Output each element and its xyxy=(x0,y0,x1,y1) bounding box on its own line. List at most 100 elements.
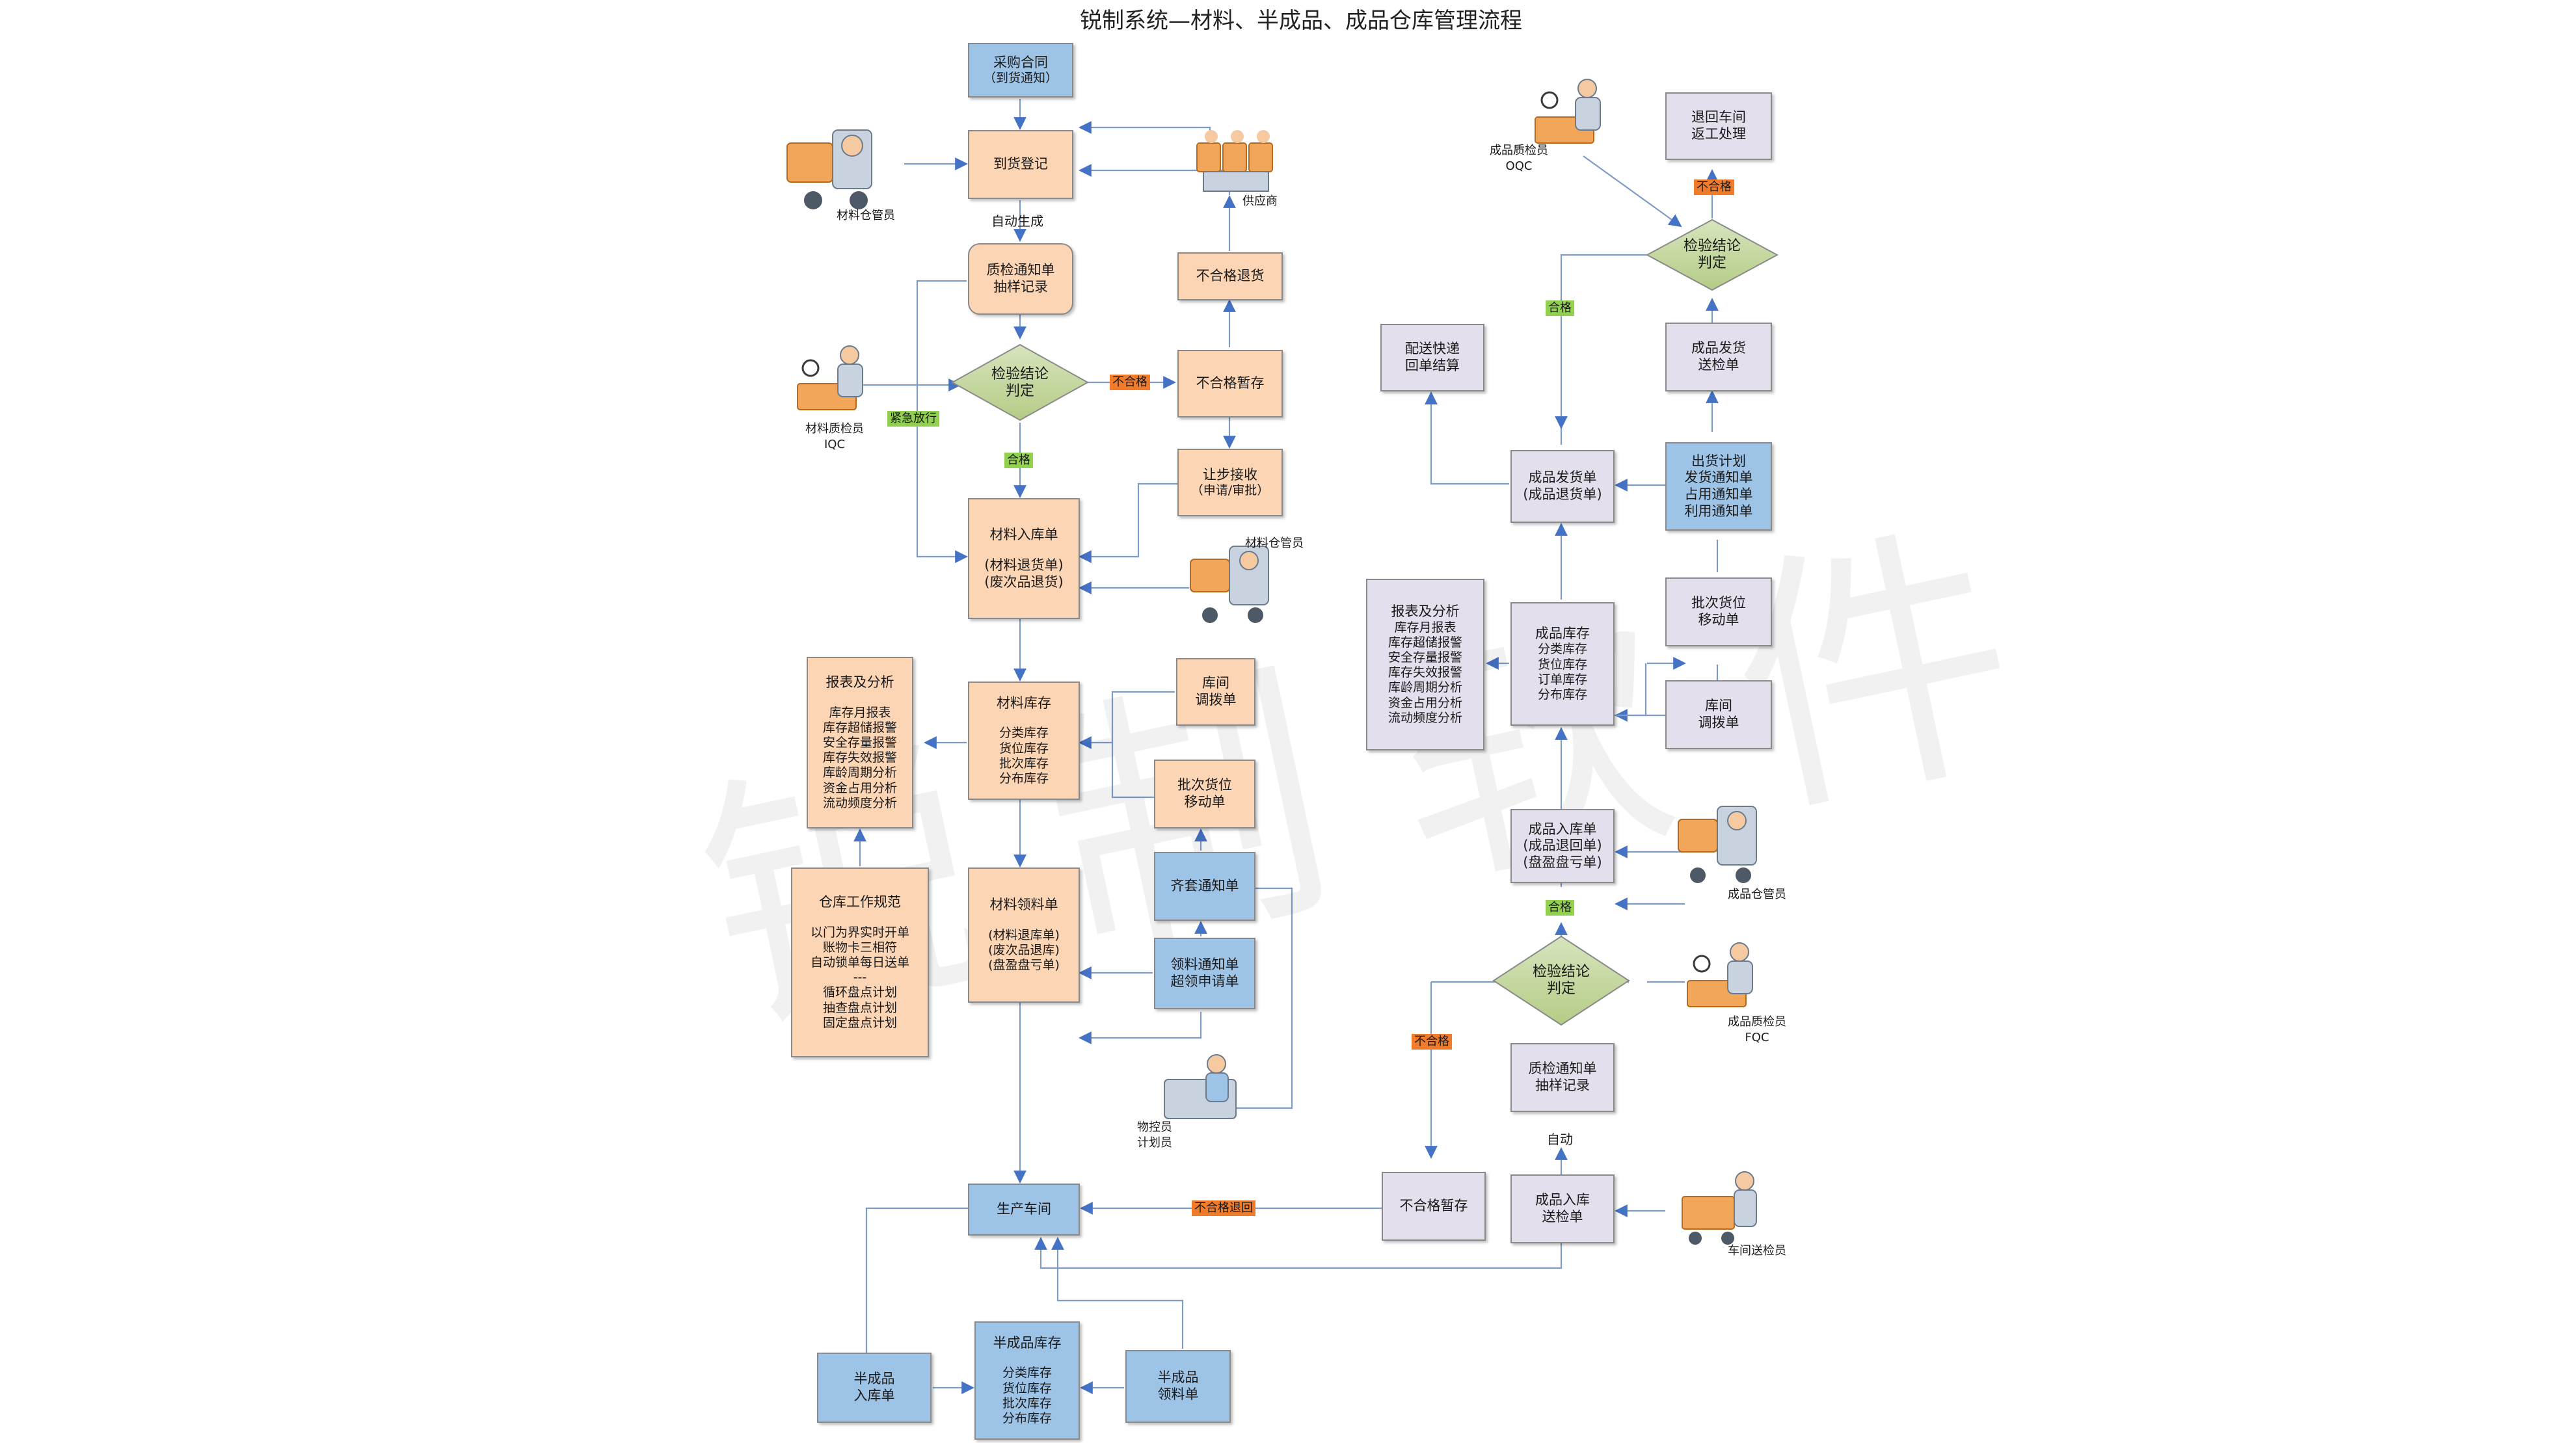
production-workshop-box[interactable]: 生产车间 xyxy=(968,1184,1080,1236)
finished-outbound-inspection-line1: 检验结论 xyxy=(1683,237,1741,254)
rework-line1: 退回车间 xyxy=(1691,109,1746,126)
material-report-item: 库存超储报警 xyxy=(822,720,897,735)
semi-pick-box[interactable]: 半成品 领料单 xyxy=(1125,1350,1231,1423)
material-inventory-item: 货位库存 xyxy=(999,741,1049,756)
warehouse-rules-box[interactable]: 仓库工作规范 以门为界实时开单 账物卡三相符 自动锁单每日送单 --- 循环盘点… xyxy=(791,867,929,1057)
material-report-title: 报表及分析 xyxy=(825,674,894,691)
material-inspection-diamond xyxy=(950,343,1090,421)
concession-line2: （申请/审批） xyxy=(1190,483,1270,498)
material-keeper-figure xyxy=(786,129,872,209)
finished-inbound-inspection-label: 检验结论 判定 xyxy=(1516,959,1607,1003)
submit-check-box[interactable]: 成品入库 送检单 xyxy=(1510,1174,1615,1243)
material-pass-tag: 合格 xyxy=(1004,453,1033,468)
material-inbound-box[interactable]: 材料入库单 (材料退货单) (废次品退货) xyxy=(968,498,1080,619)
semi-inbound-box[interactable]: 半成品 入库单 xyxy=(817,1353,932,1423)
finished-inventory-item: 货位库存 xyxy=(1537,657,1587,672)
delivery-check-box[interactable]: 成品发货 送检单 xyxy=(1665,323,1772,391)
pick-notice-box[interactable]: 领料通知单 超领申请单 xyxy=(1154,938,1255,1009)
shipping-plan-item: 占用通知单 xyxy=(1684,486,1753,502)
finished-batch-move-line2: 移动单 xyxy=(1698,612,1739,628)
material-transfer-box[interactable]: 库间 调拨单 xyxy=(1176,658,1255,726)
material-report-box[interactable]: 报表及分析 库存月报表 库存超储报警 安全存量报警 库存失效报警 库龄周期分析 … xyxy=(807,657,913,828)
inbound-reject-tag: 不合格 xyxy=(1412,1034,1452,1050)
finished-report-item: 流动频度分析 xyxy=(1388,710,1462,725)
rework-box[interactable]: 退回车间 返工处理 xyxy=(1665,92,1772,160)
finished-inbound-line3: (盘盈盘亏单) xyxy=(1523,854,1602,870)
planner-caption: 物控员 计划员 xyxy=(1137,1120,1172,1152)
finished-report-item: 库存失效报警 xyxy=(1388,665,1462,680)
concession-box[interactable]: 让步接收 （申请/审批） xyxy=(1177,449,1283,516)
arrival-registration-box[interactable]: 到货登记 xyxy=(968,130,1073,199)
material-batch-move-line1: 批次货位 xyxy=(1177,777,1232,793)
shipping-plan-item: 利用通知单 xyxy=(1684,503,1753,519)
planner-figure xyxy=(1164,1054,1237,1119)
material-report-item: 流动频度分析 xyxy=(822,795,897,810)
purchase-contract-sub: （到货通知） xyxy=(983,71,1058,86)
finished-keeper-caption: 成品仓管员 xyxy=(1728,888,1786,901)
delivery-check-line1: 成品发货 xyxy=(1691,340,1746,356)
finished-delivery-line1: 成品发货单 xyxy=(1528,470,1597,486)
oqc-inspector-figure xyxy=(1535,79,1601,144)
courier-box[interactable]: 配送快递 回单结算 xyxy=(1380,324,1484,391)
purchase-contract-label: 采购合同 xyxy=(993,54,1048,70)
courier-line1: 配送快递 xyxy=(1405,341,1460,357)
page-title: 锐制系统—材料、半成品、成品仓库管理流程 xyxy=(1080,8,1522,34)
material-inspection-label: 检验结论 判定 xyxy=(974,360,1066,406)
warehouse-rules-item: 固定盘点计划 xyxy=(822,1015,897,1030)
submit-check-line1: 成品入库 xyxy=(1535,1192,1590,1208)
finished-inventory-title: 成品库存 xyxy=(1535,625,1590,641)
qc-notice-line1: 质检通知单 xyxy=(986,262,1055,278)
reject-return-label: 不合格退货 xyxy=(1196,268,1265,284)
semi-inventory-item: 批次库存 xyxy=(1002,1396,1052,1410)
finished-inventory-box[interactable]: 成品库存 分类库存 货位库存 订单库存 分布库存 xyxy=(1510,602,1615,726)
supplier-figure xyxy=(1196,130,1273,192)
submit-check-line2: 送检单 xyxy=(1542,1209,1583,1225)
iqc-inspector-figure xyxy=(797,345,863,410)
fqc-caption-line1: 成品质检员 xyxy=(1728,1015,1786,1029)
purchase-contract-box[interactable]: 采购合同 （到货通知） xyxy=(968,43,1073,98)
semi-pick-line2: 领料单 xyxy=(1157,1386,1199,1402)
outbound-pass-tag: 合格 xyxy=(1546,300,1574,316)
finished-report-item: 资金占用分析 xyxy=(1388,695,1462,710)
iqc-caption-line2: IQC xyxy=(824,438,846,452)
shipping-plan-box[interactable]: 出货计划 发货通知单 占用通知单 利用通知单 xyxy=(1665,442,1772,531)
reject-hold-box[interactable]: 不合格暂存 xyxy=(1177,350,1283,417)
material-inspection-line2: 判定 xyxy=(1005,383,1034,399)
finished-qc-notice-box[interactable]: 质检通知单 抽样记录 xyxy=(1510,1043,1615,1112)
finished-transfer-box[interactable]: 库间 调拨单 xyxy=(1665,680,1772,749)
material-pick-box[interactable]: 材料领料单 (材料退库单) (废次品退库) (盘盈盘亏单) xyxy=(968,867,1080,1003)
planner-caption-line1: 物控员 xyxy=(1137,1120,1172,1134)
material-report-item: 资金占用分析 xyxy=(822,780,897,795)
material-inventory-item: 批次库存 xyxy=(999,756,1049,771)
finished-inventory-item: 分类库存 xyxy=(1537,642,1587,657)
material-report-item: 安全存量报警 xyxy=(822,735,897,750)
arrival-registration-label: 到货登记 xyxy=(993,156,1048,172)
concession-line1: 让步接收 xyxy=(1203,466,1257,483)
oqc-caption-line2: OQC xyxy=(1505,159,1533,174)
semi-inventory-box[interactable]: 半成品库存 分类库存 货位库存 批次库存 分布库存 xyxy=(974,1321,1080,1440)
finished-inventory-item: 订单库存 xyxy=(1537,672,1587,687)
qc-notice-box[interactable]: 质检通知单 抽样记录 xyxy=(968,243,1073,315)
pick-notice-line1: 领料通知单 xyxy=(1170,957,1239,973)
material-batch-move-box[interactable]: 批次货位 移动单 xyxy=(1154,760,1255,828)
finished-report-box[interactable]: 报表及分析 库存月报表 库存超储报警 安全存量报警 库存失效报警 库龄周期分析 … xyxy=(1366,579,1484,750)
finished-outbound-inspection-diamond xyxy=(1645,218,1779,291)
auto-generate-note: 自动生成 xyxy=(991,213,1043,229)
material-keeper2-figure xyxy=(1190,546,1269,623)
material-inventory-box[interactable]: 材料库存 分类库存 货位库存 批次库存 分布库存 xyxy=(968,682,1080,800)
finished-inbound-box[interactable]: 成品入库单 (成品退回单) (盘盈盘亏单) xyxy=(1510,809,1615,883)
semi-inventory-title: 半成品库存 xyxy=(993,1334,1062,1351)
rework-line2: 返工处理 xyxy=(1691,126,1746,142)
shipping-plan-item: 发货通知单 xyxy=(1684,470,1753,486)
iqc-caption: 材料质检员 IQC xyxy=(805,421,864,453)
finished-inbound-line2: (成品退回单) xyxy=(1523,838,1602,854)
warehouse-rules-item: 抽查盘点计划 xyxy=(822,1000,897,1015)
kit-notice-box[interactable]: 齐套通知单 xyxy=(1154,852,1255,921)
reject-return-box[interactable]: 不合格退货 xyxy=(1177,252,1283,300)
semi-inventory-item: 分类库存 xyxy=(1002,1366,1052,1381)
finished-reject-hold-box[interactable]: 不合格暂存 xyxy=(1382,1172,1486,1241)
finished-delivery-box[interactable]: 成品发货单 (成品退货单) xyxy=(1510,450,1615,523)
finished-auto-note: 自动 xyxy=(1547,1132,1573,1147)
finished-batch-move-box[interactable]: 批次货位 移动单 xyxy=(1665,577,1772,646)
